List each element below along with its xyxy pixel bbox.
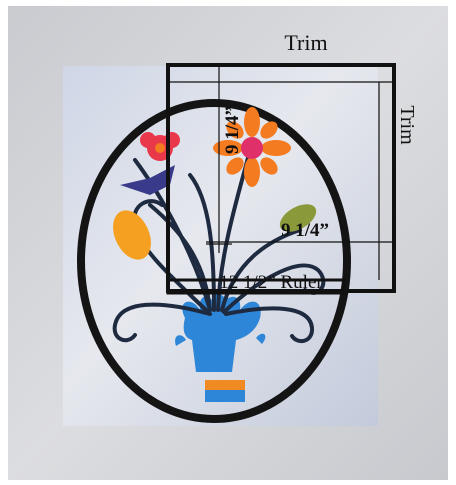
- orange-flower: [213, 107, 291, 187]
- blue-bird: [120, 165, 175, 195]
- trim-top-label: Trim: [284, 30, 327, 55]
- trim-right-label: Trim: [396, 105, 418, 145]
- horizontal-measure-label: 9 1/4”: [281, 220, 329, 241]
- vertical-measure-label: 9 1/4”: [222, 106, 243, 154]
- oval-frame: [77, 99, 351, 423]
- green-leaf: [279, 204, 317, 232]
- orange-tulip: [113, 210, 151, 260]
- ruler-label: 12 1/2” Ruler: [219, 272, 323, 293]
- ruler-square: [166, 63, 396, 295]
